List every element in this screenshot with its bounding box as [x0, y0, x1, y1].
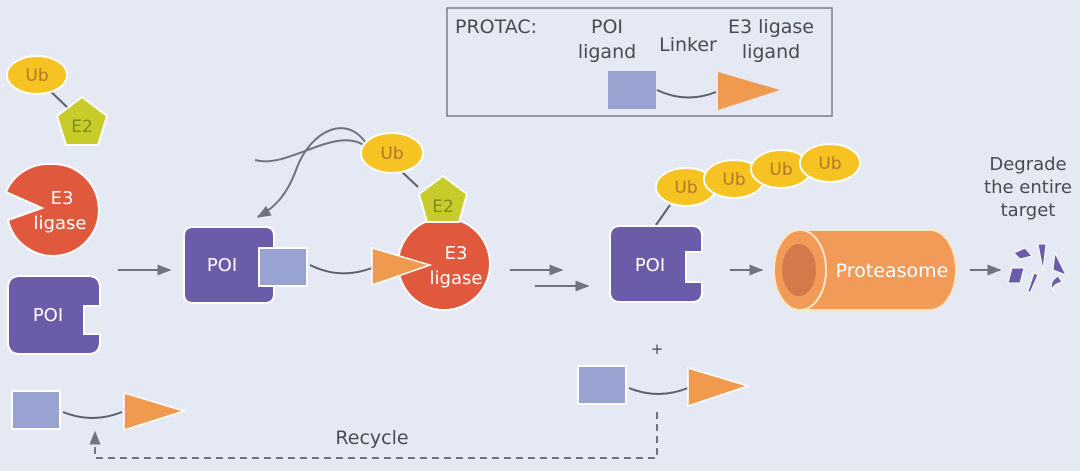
- e3-label-line1: E3: [445, 243, 468, 264]
- free-e3-ligase: E3 ligase: [4, 162, 100, 257]
- legend-e3-ligand-line2: ligand: [742, 41, 800, 63]
- ubiquitinated-poi: Ub Ub Ub Ub POI: [609, 143, 861, 303]
- fragment-icon: [1037, 243, 1047, 271]
- e3-label-line1: E3: [51, 188, 74, 209]
- ub-label: Ub: [769, 160, 792, 180]
- linker-curve: [309, 264, 373, 275]
- plus-sign: +: [651, 340, 664, 358]
- ub-icon: [799, 143, 861, 183]
- poi-ligand-square: [11, 390, 61, 430]
- legend-title: PROTAC:: [455, 16, 537, 38]
- e3-label-line2: ligase: [430, 268, 483, 289]
- poi-ligand-square: [258, 247, 308, 287]
- linker-curve: [62, 411, 123, 419]
- degrade-label-line1: Degrade: [989, 154, 1066, 175]
- proteasome: Proteasome: [773, 229, 957, 311]
- ub-label: Ub: [25, 66, 48, 86]
- fragment-icon: [1052, 251, 1068, 276]
- poi-label: POI: [207, 255, 237, 276]
- legend-linker-curve: [656, 89, 717, 99]
- fragment-icon: [1027, 272, 1039, 294]
- e3-ligand-triangle: [371, 246, 433, 287]
- degraded-fragments: Degrade the entire target: [984, 154, 1072, 294]
- ub-icon: [6, 55, 68, 95]
- ub-transfer-arrow: [256, 127, 371, 218]
- recycle-arrow: [89, 412, 658, 459]
- legend-linker: Linker: [659, 34, 717, 56]
- free-poi: POI: [7, 275, 101, 355]
- e3-ligand-triangle: [687, 366, 751, 408]
- legend-e3-ligand-triangle: [718, 72, 780, 110]
- degrade-label-line2: the entire: [984, 177, 1072, 198]
- ternary-complex: Ub POI E2 E3 ligase: [183, 127, 491, 311]
- legend-poi-ligand-line2: ligand: [578, 41, 636, 63]
- ub-icon: [360, 132, 424, 174]
- proteasome-body: [799, 229, 957, 311]
- fragment-icon: [1013, 247, 1033, 260]
- legend-poi-ligand-line1: POI: [591, 16, 623, 38]
- poi-ligand-square: [577, 365, 627, 405]
- released-protac: +: [577, 340, 751, 408]
- ub-label: Ub: [818, 154, 841, 174]
- e3-ligase-icon: [4, 162, 100, 257]
- proteasome-core: [782, 244, 816, 296]
- poi-label: POI: [635, 255, 665, 276]
- legend-e3-ligand-line1: E3 ligase: [728, 16, 814, 38]
- e3-label-line2: ligase: [34, 213, 87, 234]
- poi-icon: [7, 275, 101, 355]
- poi-icon: [183, 226, 275, 304]
- ub-label: Ub: [674, 178, 697, 198]
- ub-label: Ub: [380, 144, 403, 164]
- proteasome-label: Proteasome: [836, 260, 949, 282]
- linker-curve: [628, 387, 689, 395]
- ub-label: Ub: [722, 170, 745, 190]
- free-ub-e2: Ub E2: [6, 55, 109, 146]
- e2-icon: [55, 95, 109, 146]
- fragment-icon: [1007, 267, 1025, 284]
- e3-ligand-triangle: [123, 391, 187, 432]
- protac-legend: PROTAC: POI ligand Linker E3 ligase liga…: [446, 7, 833, 117]
- recycle-label: Recycle: [335, 427, 408, 449]
- ub-transfer-arc-a: [254, 139, 371, 163]
- legend-poi-ligand-square: [608, 71, 656, 109]
- e2-label: E2: [432, 197, 454, 217]
- recycled-protac: [11, 390, 187, 432]
- poi-label: POI: [33, 305, 63, 326]
- e2-label: E2: [71, 117, 93, 137]
- degrade-label-line3: target: [1001, 200, 1056, 221]
- e2-icon: [417, 174, 469, 223]
- fragment-icon: [1051, 275, 1063, 294]
- poi-icon: [609, 225, 703, 303]
